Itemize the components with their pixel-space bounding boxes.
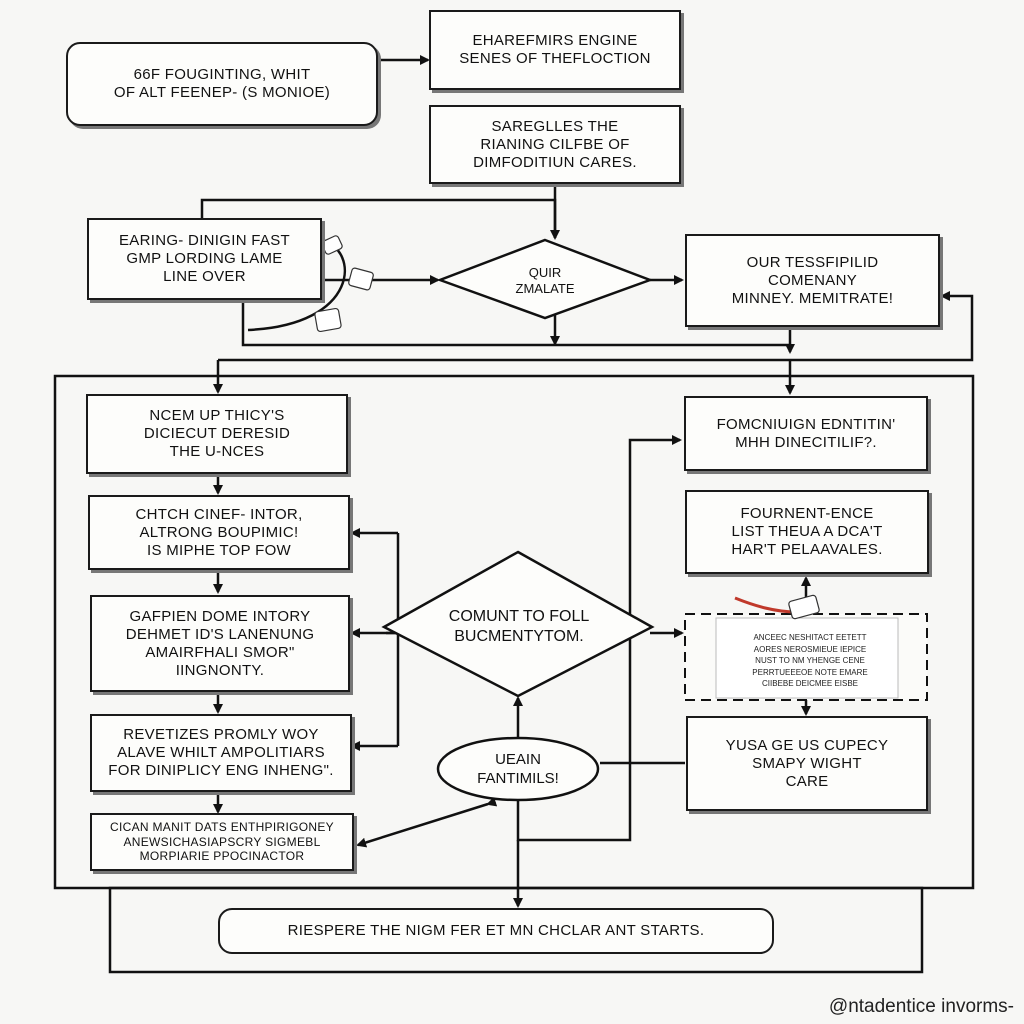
text-line: SAREGLLES THE: [491, 117, 619, 135]
text-line: YUSA GE US CUPECY: [725, 736, 889, 754]
text-line: DIMFODITIUN CARES.: [473, 153, 637, 171]
text-line: OUR TESSFIPILID: [746, 253, 879, 271]
box-col-left-2: CHTCH CINEF- INTOR,ALTRONG BOUPIMIC!IS M…: [88, 495, 350, 570]
text-line: MORPIARIE PPOCINACTOR: [139, 849, 305, 864]
text-line: GMP LORDING LAME: [126, 250, 283, 267]
diamond-center-text: COMUNT TO FOLL BUCMENTYTOM.: [404, 592, 634, 662]
text-line: ZMALATE: [515, 281, 575, 296]
text-line: THE U-NCES: [169, 443, 265, 460]
text-line: LINE OVER: [163, 268, 246, 285]
text-line: FOR DINIPLICY ENG INHENG".: [108, 762, 334, 779]
text-line: HAR'T PELAAVALES.: [731, 541, 883, 558]
text-line: RIANING CILFBE OF: [480, 135, 630, 153]
connector-leftbox-down: [241, 300, 795, 354]
text-line: MINNEY. MEMITRATE!: [731, 289, 894, 307]
connector-right-trunk: [516, 435, 682, 842]
watermark: @ntadentice invorms-: [828, 996, 1014, 1017]
text-line: EHAREFMIRS ENGINE: [472, 32, 638, 49]
text-line: GAFPIEN DOME INTORY: [129, 607, 311, 625]
text-line: ANCEEC NESHITACT EETETT: [753, 633, 867, 642]
connector-split: [218, 291, 974, 362]
hand-icon: [788, 594, 820, 620]
document-card-text: ANCEEC NESHITACT EETETT AORES NEROSMIEUE …: [730, 632, 890, 690]
text-line: COMUNT TO FOLL: [448, 608, 590, 625]
hand-icon: [348, 267, 374, 291]
text-line: FANTIMILS!: [477, 770, 559, 787]
text-line: IINGNONTY.: [175, 661, 265, 679]
text-line: 66F FOUGINTING, WHIT: [133, 66, 311, 83]
text-line: CARE: [785, 772, 829, 790]
text-line: AMAIRFHALI SMOR": [145, 643, 295, 661]
text-line: DICIECUT DERESID: [143, 425, 291, 442]
hand-icons: [314, 235, 820, 620]
text-line: QUIR: [528, 264, 562, 280]
text-line: BUCMENTYTOM.: [454, 628, 584, 645]
red-ribbon-icon: [734, 596, 798, 614]
terminal-ellipse: [436, 736, 600, 802]
text-line: SENES OF THEFLOCTION: [459, 50, 651, 67]
text-line: RIESPERE THE NIGM FER ET MN CHCLAR ANT S…: [287, 922, 705, 939]
text-line: FOURNENT-ENCE: [740, 505, 874, 522]
text-line: NUST TO NM YHENGE CENE: [755, 656, 865, 666]
base-frame: [108, 886, 924, 974]
text-line: UEAIN: [495, 751, 541, 769]
text-line: AORES NEROSMIEUE IEPICE: [753, 644, 867, 654]
text-line: DEHMET ID'S LANENUNG: [125, 625, 315, 643]
box-col-right-1: FOMCNIUIGN EDNTITIN'MHH DINECITILIF?.: [684, 396, 928, 471]
text-line: PERRTUEEEOE NOTE EMARE: [752, 667, 868, 677]
connector-ellipse-left: [356, 796, 498, 848]
text-line: CICAN MANIT DATS ENTHPIRIGONEY: [110, 820, 334, 835]
text-line: MHH DINECITILIF?.: [735, 433, 877, 451]
text-line: FOMCNIUIGN EDNTITIN': [716, 415, 896, 433]
text-line: ANEWSICHASIAPSCRY SIGMEBL: [123, 834, 321, 849]
hand-icon: [321, 235, 343, 255]
text-line: COMENANY: [767, 271, 858, 289]
box-bottom: RIESPERE THE NIGM FER ET MN CHCLAR ANT S…: [218, 908, 774, 954]
text-line: CIIBEBE DEICMEE EISBE: [761, 679, 859, 689]
text-line: IS MIPHE TOP FOW: [147, 541, 291, 559]
text-line: ALAVE WHILT AMPOLITIARS: [117, 744, 325, 761]
text-line: REVETIZES PROMLY WOY: [123, 726, 319, 743]
text-line: SMAPY WIGHT: [752, 754, 862, 772]
text-line: LIST THEUA A DCA'T: [731, 523, 883, 540]
text-line: ALTRONG BOUPIMIC!: [139, 523, 299, 541]
text-line: EARING- DINIGIN FAST: [118, 232, 290, 249]
decision-diamond-center: [381, 550, 655, 698]
document-card-sheet: [715, 617, 899, 699]
hand-icon: [314, 307, 342, 333]
text-line: NCEM UP THICY'S: [149, 407, 285, 424]
text-line: OF ALT FEENEP- (S MONIOE): [113, 84, 331, 101]
text-line: CHTCH CINEF- INTOR,: [135, 505, 303, 523]
decision-diamond-top: [436, 238, 654, 320]
